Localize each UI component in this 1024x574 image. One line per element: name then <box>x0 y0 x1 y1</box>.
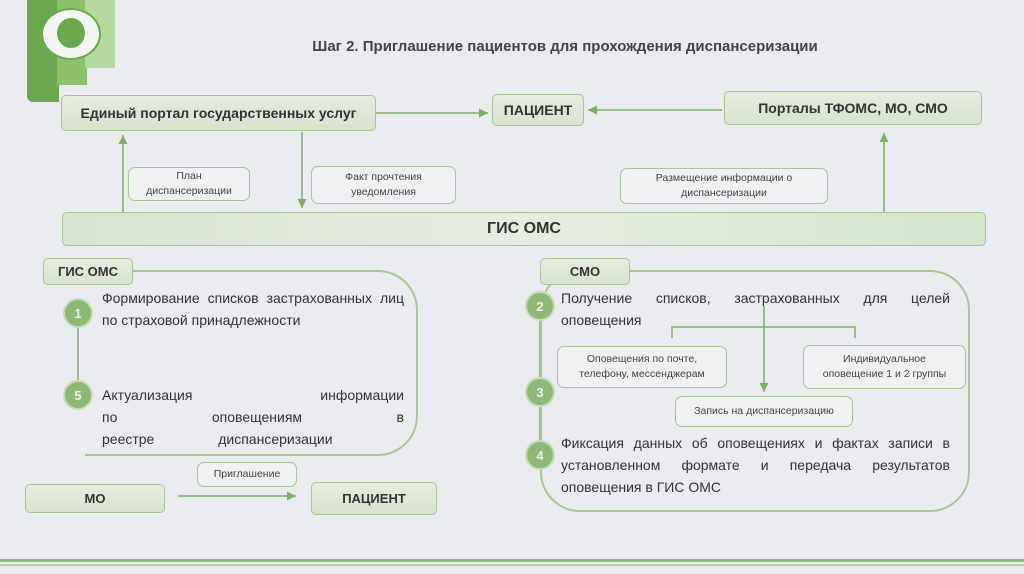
patient-box-top: ПАЦИЕНТ <box>492 94 584 126</box>
label-plan: План диспансеризации <box>128 167 250 201</box>
gis-oms-container <box>85 270 418 456</box>
channel-individual: Индивидуальное оповещение 1 и 2 группы <box>803 345 966 389</box>
step-circle: 1 <box>63 298 93 328</box>
step-text: Актуализация информации по оповещениям в… <box>102 387 404 447</box>
label-fact: Факт прочтения уведомления <box>311 166 456 204</box>
mo-box: МО <box>25 484 165 513</box>
step-circle: 5 <box>63 380 93 410</box>
patient-box-bottom: ПАЦИЕНТ <box>311 482 437 515</box>
logo-emblem-icon <box>57 18 85 48</box>
step-circle: 3 <box>525 377 555 407</box>
portals-box: Порталы ТФОМС, МО, СМО <box>724 91 982 125</box>
label-invite: Приглашение <box>197 462 297 487</box>
logo <box>27 0 122 102</box>
channel-mail: Оповещения по почте, телефону, мессендже… <box>557 346 727 388</box>
gis-oms-bar: ГИС ОМС <box>62 212 986 246</box>
smo-tag: СМО <box>540 258 630 285</box>
step-text: Формирование списков застрахованных лиц … <box>102 290 404 328</box>
channel-signup: Запись на диспансеризацию <box>675 396 853 427</box>
bracket <box>671 326 856 338</box>
step-circle: 4 <box>525 440 555 470</box>
page-title: Шаг 2. Приглашение пациентов для прохожд… <box>312 38 818 55</box>
gis-oms-tag: ГИС ОМС <box>43 258 133 285</box>
label-placement: Размещение информации о диспансеризации <box>620 168 828 204</box>
step-text: Фиксация данных об оповещениях и фактах … <box>561 435 950 495</box>
epgu-box: Единый портал государственных услуг <box>61 95 376 131</box>
step-circle: 2 <box>525 291 555 321</box>
step-text: Получение списков, застрахованных для це… <box>561 290 950 328</box>
